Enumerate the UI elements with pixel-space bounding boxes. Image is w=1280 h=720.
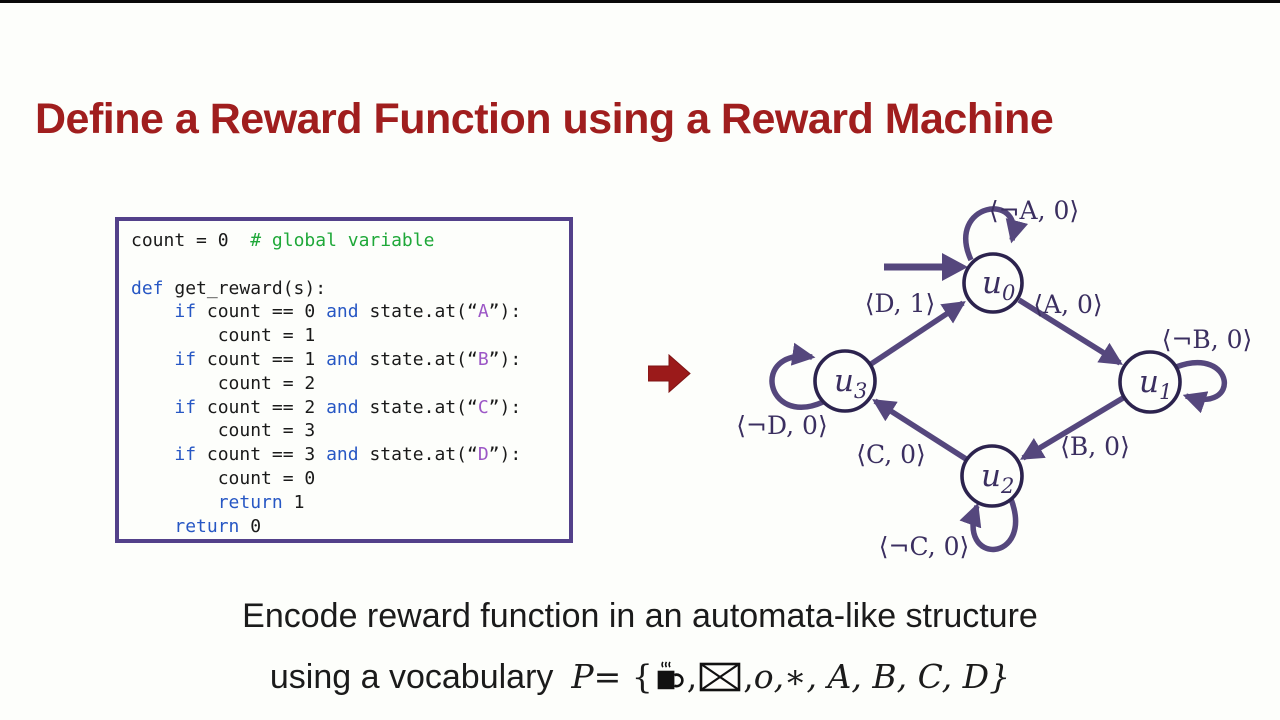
slide-title: Define a Reward Function using a Reward … <box>35 94 1054 143</box>
loop-label-notA: ⟨¬A, 0⟩ <box>989 196 1079 225</box>
code-lines: count = 0 # global variable def get_rewa… <box>131 229 569 538</box>
self-loop-u0 <box>963 206 1029 262</box>
state-node-u0 <box>962 252 1024 314</box>
code-line: if count == 3 and state.at(“D”): <box>174 444 522 466</box>
state-node-u1 <box>1118 350 1182 414</box>
code-panel: count = 0 # global variable def get_rewa… <box>115 217 573 543</box>
state-label-u3: u3 <box>834 363 867 403</box>
state-node-u2 <box>960 444 1024 508</box>
code-line: count = 0 # global variable <box>131 230 435 251</box>
state-label-u2: u2 <box>981 458 1014 498</box>
loop-label-notB: ⟨¬B, 0⟩ <box>1162 325 1253 354</box>
state-label-u1: u1 <box>1139 364 1172 404</box>
code-line: count = 2 <box>131 372 316 394</box>
edge-u1-u2 <box>1020 395 1125 461</box>
self-loop-u1 <box>1175 359 1227 414</box>
code-line: count = 3 <box>131 420 316 442</box>
vocab-comma-1: , <box>686 657 698 696</box>
code-line: return 0 <box>174 515 262 537</box>
top-border <box>0 0 1280 3</box>
code-line <box>131 253 569 277</box>
edge-label-C0: ⟨C, 0⟩ <box>856 440 926 469</box>
code-line: count = 0 <box>131 467 316 489</box>
start-arrow <box>884 253 968 281</box>
edge-label-D1: ⟨D, 1⟩ <box>865 289 935 318</box>
code-line: if count == 1 and state.at(“B”): <box>174 348 522 370</box>
vocab-symbols: o,∗, A, B, C, D} <box>753 657 1011 696</box>
vocab-var-P: P <box>571 657 594 696</box>
code-line: return 1 <box>217 491 305 513</box>
loop-label-notC: ⟨¬C, 0⟩ <box>879 532 970 561</box>
right-block-arrow-icon <box>648 354 691 394</box>
code-line: if count == 2 and state.at(“C”): <box>174 396 522 418</box>
envelope-icon <box>699 662 741 692</box>
reward-machine-diagram: u0 u1 u2 u3 ⟨D, 1⟩ ⟨A, 0⟩ ⟨B, 0⟩ ⟨C, 0⟩ … <box>736 196 1253 561</box>
coffee-mug-icon <box>657 661 684 690</box>
edge-u3-u0 <box>869 300 966 367</box>
self-loop-u3 <box>769 342 825 410</box>
edge-label-A0: ⟨A, 0⟩ <box>1033 290 1102 319</box>
caption-line-2: using a vocabulary P = { , , o,∗, A, B, … <box>0 656 1280 697</box>
code-line: def get_reward(s): <box>131 277 327 299</box>
code-line: if count == 0 and state.at(“A”): <box>174 301 522 323</box>
caption-line-1: Encode reward function in an automata-li… <box>242 597 1038 635</box>
state-label-u0: u0 <box>982 265 1015 305</box>
edge-u2-u3 <box>872 398 968 462</box>
vocab-equals-brace: = { <box>593 657 653 696</box>
edge-label-B0: ⟨B, 0⟩ <box>1060 432 1130 461</box>
code-line: count = 1 <box>131 325 316 347</box>
vocab-comma-2: , <box>743 657 754 696</box>
self-loop-u2 <box>959 498 1019 553</box>
loop-label-notD: ⟨¬D, 0⟩ <box>736 411 827 440</box>
caption-line-2-text: using a vocabulary <box>269 658 554 696</box>
state-node-u3 <box>813 349 877 413</box>
edge-u0-u1 <box>1017 297 1123 366</box>
